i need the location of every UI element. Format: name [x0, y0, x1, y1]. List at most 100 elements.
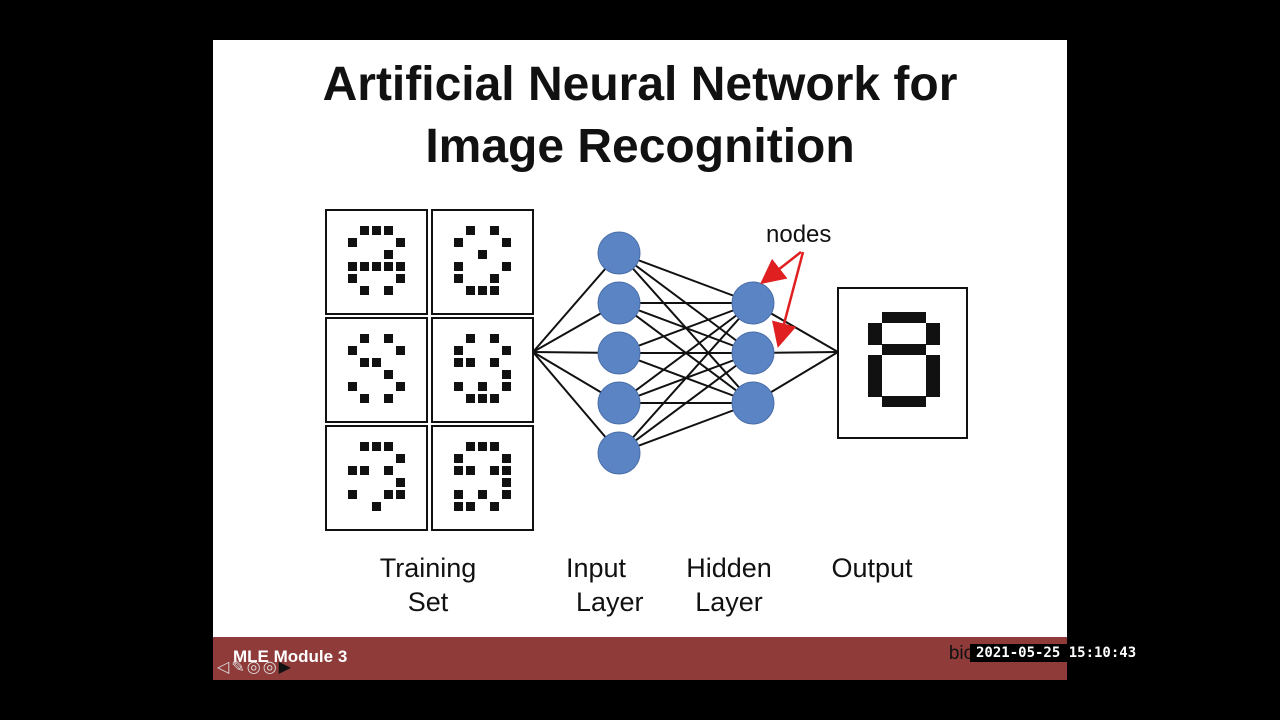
- input-hidden-edge-1-1: [618, 252, 754, 304]
- output-label: Output: [831, 553, 913, 583]
- training-pixel: [478, 382, 487, 391]
- training-pixel: [372, 262, 381, 271]
- nodes-arrow-1: [760, 251, 802, 285]
- training-pixel: [348, 382, 357, 391]
- slide: Artificial Neural Network for Image Reco…: [213, 40, 1067, 680]
- training-pixel: [490, 226, 499, 235]
- training-pixel: [454, 238, 463, 247]
- training-to-input-edge-5: [532, 351, 620, 454]
- training-pixel: [466, 334, 475, 343]
- training-pixel: [396, 238, 405, 247]
- prev-arrow-icon[interactable]: ◁: [217, 659, 230, 676]
- training-pixel: [396, 262, 405, 271]
- training-pixel: [502, 478, 511, 487]
- training-pixel: [490, 502, 499, 511]
- output-digit-8: [868, 312, 940, 407]
- training-pixel: [360, 262, 369, 271]
- training-pixel: [478, 286, 487, 295]
- training-image-3: [325, 317, 428, 423]
- training-pixel: [490, 466, 499, 475]
- training-pixel-patterns: [348, 226, 511, 511]
- training-pixel: [490, 442, 499, 451]
- training-pixel: [384, 394, 393, 403]
- training-pixel: [502, 490, 511, 499]
- training-pixel: [396, 346, 405, 355]
- training-pixel: [466, 502, 475, 511]
- input-layer-label: Input Layer: [566, 553, 644, 617]
- training-pixel: [490, 358, 499, 367]
- training-pixel: [454, 358, 463, 367]
- training-pixel: [490, 286, 499, 295]
- training-pixel: [490, 274, 499, 283]
- training-pixel: [396, 478, 405, 487]
- training-pixel: [502, 382, 511, 391]
- video-timestamp: 2021-05-25 15:10:43: [970, 644, 1143, 662]
- training-pixel: [466, 286, 475, 295]
- training-pixel: [454, 454, 463, 463]
- training-pixel: [478, 442, 487, 451]
- hidden-layer-label: Hidden Layer: [686, 553, 772, 617]
- training-pixel: [372, 226, 381, 235]
- training-pixel: [384, 334, 393, 343]
- training-pixel: [348, 262, 357, 271]
- training-pixel: [384, 490, 393, 499]
- slide-footer: MLE Module 3 bioinform ◁ ✎ ◎ ◎ ▶: [213, 637, 1067, 680]
- zoom-circle-icon[interactable]: ◎: [262, 659, 277, 676]
- training-pixel: [360, 394, 369, 403]
- training-pixel: [466, 394, 475, 403]
- network-connections: [532, 252, 839, 454]
- training-pixel: [502, 262, 511, 271]
- menu-circle-icon[interactable]: ◎: [246, 659, 261, 676]
- input-node-5: [597, 431, 641, 475]
- training-pixel: [466, 226, 475, 235]
- training-pixel: [502, 454, 511, 463]
- training-image-2: [431, 209, 534, 315]
- training-pixel: [348, 274, 357, 283]
- training-pixel: [384, 370, 393, 379]
- training-pixel: [502, 346, 511, 355]
- training-pixel: [384, 226, 393, 235]
- training-set-grid: [325, 209, 534, 531]
- title-line-1: Artificial Neural Network for: [322, 58, 958, 111]
- training-set-label: Training Set: [379, 553, 477, 617]
- training-pixel: [360, 226, 369, 235]
- input-hidden-edge-5-3: [618, 402, 754, 454]
- training-pixel: [502, 466, 511, 475]
- hidden-node-1: [731, 281, 775, 325]
- training-pixel: [478, 250, 487, 259]
- training-pixel: [384, 286, 393, 295]
- nodes-arrow-2: [772, 251, 805, 348]
- output-box: [837, 287, 968, 439]
- title-line-2: Image Recognition: [425, 120, 855, 173]
- training-pixel: [384, 250, 393, 259]
- input-hidden-edge-3-1: [618, 302, 754, 354]
- nodes-label: nodes: [766, 221, 832, 248]
- training-pixel: [360, 358, 369, 367]
- training-pixel: [360, 334, 369, 343]
- training-pixel: [372, 442, 381, 451]
- training-pixel: [466, 442, 475, 451]
- next-arrow-icon[interactable]: ▶: [278, 659, 291, 676]
- footer-module-title: MLE Module 3: [233, 647, 348, 666]
- training-pixel: [466, 358, 475, 367]
- training-pixel: [372, 502, 381, 511]
- slide-nav-controls: ◁ ✎ ◎ ◎ ▶: [217, 657, 291, 677]
- hidden-node-3: [731, 381, 775, 425]
- training-pixel: [384, 466, 393, 475]
- training-pixel: [466, 466, 475, 475]
- training-pixel: [454, 490, 463, 499]
- training-pixel: [490, 394, 499, 403]
- training-pixel: [454, 262, 463, 271]
- pen-icon[interactable]: ✎: [231, 659, 245, 676]
- training-pixel: [478, 394, 487, 403]
- training-pixel: [396, 382, 405, 391]
- training-pixel: [454, 382, 463, 391]
- input-node-1: [597, 231, 641, 275]
- training-pixel: [384, 442, 393, 451]
- network-nodes: [597, 231, 775, 475]
- training-image-4: [431, 317, 534, 423]
- hidden-node-2: [731, 331, 775, 375]
- slide-title: Artificial Neural Network for Image Reco…: [213, 54, 1067, 178]
- neural-network-diagram: [325, 209, 968, 531]
- training-image-5: [325, 425, 428, 531]
